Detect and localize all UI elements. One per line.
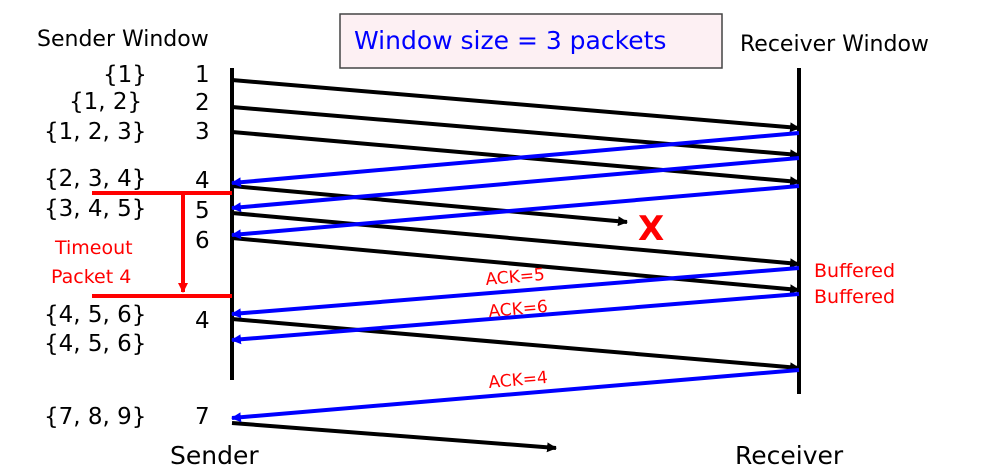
ack-arrow bbox=[231, 156, 800, 213]
lost-packet-arrow bbox=[231, 184, 628, 227]
ack-label: ACK=5 bbox=[485, 265, 546, 290]
sequence-number: 4 bbox=[195, 308, 210, 334]
window-size-label: Window size = 3 packets bbox=[354, 26, 666, 55]
sender-window-label: {2, 3, 4} bbox=[44, 166, 146, 192]
timeout-label: Timeout bbox=[54, 237, 133, 259]
sender-window-heading: Sender Window bbox=[37, 27, 209, 52]
sender-window-label: {1, 2} bbox=[69, 89, 142, 115]
receiver-label: Receiver bbox=[735, 441, 844, 468]
data-packet-arrow bbox=[231, 236, 800, 295]
sequence-number: 1 bbox=[195, 62, 210, 88]
sender-label: Sender bbox=[170, 441, 259, 468]
ack-arrow bbox=[231, 184, 800, 240]
receiver-window-heading: Receiver Window bbox=[740, 32, 929, 57]
ack-label: ACK=4 bbox=[488, 368, 549, 393]
ack-label: ACK=6 bbox=[488, 297, 549, 322]
receiver-note: Buffered bbox=[814, 260, 895, 282]
sender-window-label: {3, 4, 5} bbox=[44, 196, 146, 222]
sender-window-label: {7, 8, 9} bbox=[44, 404, 146, 430]
sequence-number: 5 bbox=[195, 198, 210, 224]
data-packet-arrow bbox=[231, 105, 800, 160]
ack-arrow bbox=[231, 368, 800, 423]
data-packet-arrow bbox=[231, 78, 800, 133]
timeout-label: Packet 4 bbox=[51, 266, 131, 288]
window-size-box bbox=[339, 13, 723, 69]
sender-window-label: {4, 5, 6} bbox=[44, 331, 146, 357]
sequence-number: 4 bbox=[195, 168, 210, 194]
receiver-note: Buffered bbox=[814, 286, 895, 308]
sender-window-label: {1, 2, 3} bbox=[44, 119, 146, 145]
sequence-number: 7 bbox=[195, 404, 210, 430]
data-packet-arrow bbox=[231, 211, 800, 269]
sequence-number: 3 bbox=[195, 119, 210, 145]
sequence-number: 6 bbox=[195, 228, 210, 254]
ack-arrow bbox=[231, 292, 800, 345]
next-packet-arrow bbox=[231, 421, 557, 453]
ack-arrow bbox=[231, 131, 800, 188]
sender-window-label: {4, 5, 6} bbox=[44, 302, 146, 328]
sender-window-label: {1} bbox=[103, 62, 147, 88]
packet-loss-marker: X bbox=[638, 209, 664, 249]
sequence-number: 2 bbox=[195, 90, 210, 116]
ack-arrow bbox=[231, 266, 800, 319]
retransmitted-packet-arrow bbox=[231, 317, 800, 373]
